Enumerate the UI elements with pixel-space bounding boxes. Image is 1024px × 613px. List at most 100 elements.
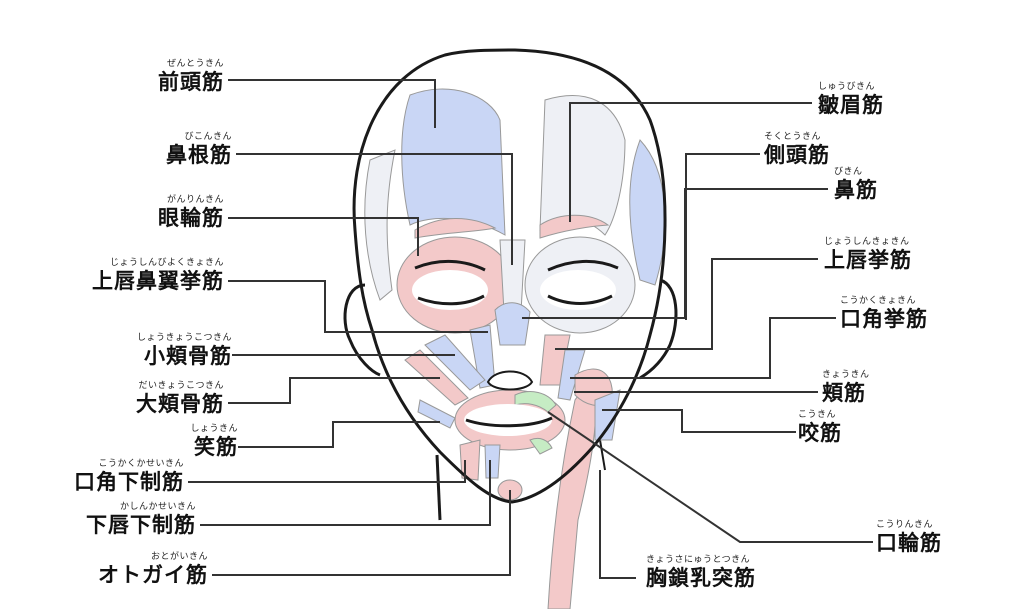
leader-line-levator-labii-alaeque [228,280,488,333]
label-name: 上唇鼻翼挙筋 [92,269,224,293]
corrugator-muscle-left [414,218,497,239]
temporalis-right [629,139,666,286]
mouth-line [465,416,553,428]
eyelid-left [417,294,485,306]
zygomaticus-minor-muscle [424,334,486,391]
ear-right [639,278,678,380]
leader-line-risorius [238,421,440,448]
label-reading: びこんきん [184,132,232,142]
leader-line-mentalis [212,490,511,576]
label-reading: おとがいきん [150,552,208,562]
label-name: オトガイ筋 [98,563,208,587]
temporalis-left [364,149,396,301]
label-reading: だいきょうこつきん [138,381,224,391]
label-orbicularis-oculi: がんりんきん 眼輪筋 [158,195,224,230]
depressor-labii-inferioris-muscle [484,444,501,479]
label-depressor-anguli-oris: こうかくかせいきん 口角下制筋 [74,459,184,494]
label-name: 口角挙筋 [840,307,928,331]
eyelid-right [547,294,613,305]
label-name: 上唇挙筋 [824,248,912,272]
label-name: 眼輪筋 [158,206,224,230]
label-zygomaticus-major: だいきょうこつきん 大頬骨筋 [136,381,224,416]
label-reading: しょうきん [190,424,238,434]
label-name: 前頭筋 [158,70,224,94]
label-buccinator: きょうきん 頬筋 [822,370,870,405]
neck-outline-right [599,439,606,471]
risorius-muscle [417,399,456,429]
label-reading: きょうさにゅうとつきん [646,555,751,565]
label-name: 笑筋 [194,435,238,459]
label-procerus: びこんきん 鼻根筋 [166,132,232,167]
eyebrow-right [547,259,619,272]
lips [464,404,552,436]
label-name: 口角下制筋 [74,470,184,494]
label-reading: ぜんとうきん [166,59,224,69]
label-levator-anguli-oris: こうかくきょきん 口角挙筋 [840,296,928,331]
label-reading: こうりんきん [876,520,934,530]
label-temporalis: そくとうきん 側頭筋 [764,132,830,167]
label-nasalis: びきん 鼻筋 [834,167,878,202]
leader-line-zygomaticus-major [228,377,440,404]
label-reading: きょうきん [822,370,870,380]
label-name: 咬筋 [798,421,842,445]
label-reading: じょうしんきょきん [824,237,910,247]
nasalis-muscle [494,302,531,346]
label-reading: じょうしんびよくきょきん [109,258,224,268]
corrugator-muscle [539,214,610,239]
leader-line-masseter [602,409,796,433]
label-reading: かしんかせいきん [119,502,196,512]
label-reading: がんりんきん [166,195,224,205]
label-reading: そくとうきん [764,132,822,142]
label-reading: こうかくきょきん [840,296,917,306]
label-name: 鼻根筋 [166,143,232,167]
label-levator-labii-alaeque: じょうしんびよくきょきん 上唇鼻翼挙筋 [92,258,224,293]
label-name: 下唇下制筋 [86,513,196,537]
label-risorius: しょうきん 笑筋 [190,424,238,459]
label-reading: びきん [834,167,863,177]
label-zygomaticus-minor: しょうきょうこつきん 小頬骨筋 [137,333,232,368]
leader-line-levator-anguli-oris [570,317,836,379]
label-frontalis: ぜんとうきん 前頭筋 [158,59,224,94]
label-levator-labii-superioris: じょうしんきょきん 上唇挙筋 [824,237,912,272]
label-reading: しゅうびきん [818,82,876,92]
leader-line-procerus [236,153,513,265]
label-name: 胸鎖乳突筋 [646,566,756,590]
label-name: 口輪筋 [876,531,942,555]
label-name: 大頬骨筋 [136,392,224,416]
ear-left [343,283,381,377]
label-depressor-labii-inferioris: かしんかせいきん 下唇下制筋 [86,502,196,537]
leader-line-orbicularis-oris [547,411,873,543]
nose [486,370,534,391]
label-reading: こうきん [798,410,837,420]
frontalis-left [401,88,506,236]
label-name: 小頬骨筋 [144,344,232,368]
label-corrugator: しゅうびきん 皺眉筋 [818,82,884,117]
head-outline [352,48,667,504]
label-reading: こうかくかせいきん [98,459,184,469]
label-reading: しょうきょうこつきん [136,333,232,343]
leader-line-levator-labii-superioris [555,258,818,350]
frontalis-right [539,95,626,236]
leader-line-corrugator [569,102,812,222]
label-masseter: こうきん 咬筋 [798,410,842,445]
neck-outline-left [435,454,442,521]
leader-line-temporalis [685,153,760,320]
eye-area-left [412,270,488,310]
label-sternocleidomastoid: きょうさにゅうとつきん 胸鎖乳突筋 [646,555,756,590]
label-mentalis: おとがいきん オトガイ筋 [98,552,208,587]
leader-line-orbicularis-oculi [228,217,419,256]
label-name: 側頭筋 [764,143,830,167]
masseter-muscle [594,389,621,441]
label-name: 頬筋 [822,381,866,405]
label-orbicularis-oris: こうりんきん 口輪筋 [876,520,942,555]
leader-line-depressor-anguli-oris [188,460,466,483]
leader-line-nasalis [522,188,828,319]
label-name: 鼻筋 [834,178,878,202]
leader-line-depressor-labii-inferioris [200,460,491,526]
leader-line-sternocleidomastoid [599,470,636,579]
eyebrow-left [414,259,486,272]
leader-line-frontalis [228,79,436,128]
orbicularis-oris-highlight-bottom [529,437,553,455]
